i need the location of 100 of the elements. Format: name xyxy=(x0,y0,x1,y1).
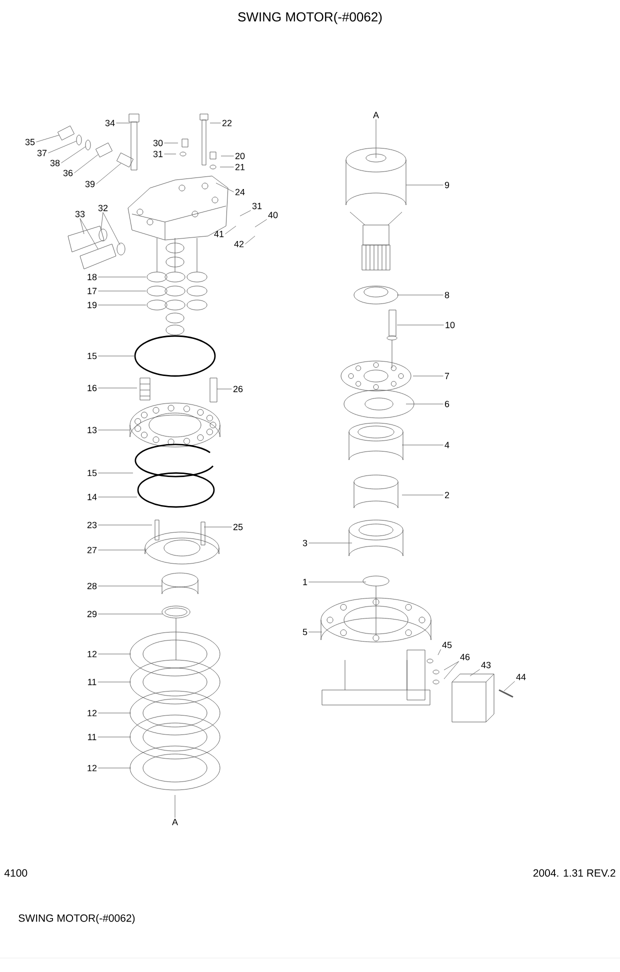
callout-number: 42 xyxy=(234,240,244,248)
leader-line xyxy=(308,542,352,544)
leader-line xyxy=(224,226,236,234)
callout-number: 2 xyxy=(444,492,450,498)
leader-line xyxy=(36,134,60,142)
leader-line xyxy=(470,669,480,676)
footer-caption: SWING MOTOR(-#0062) xyxy=(18,914,135,924)
callout-number: 20 xyxy=(235,152,245,160)
leader-line xyxy=(98,524,152,526)
leader-line xyxy=(402,494,444,496)
leader-line xyxy=(96,163,122,184)
callout-number: 11 xyxy=(88,678,96,686)
callout-number: 15 xyxy=(88,352,97,360)
leader-line xyxy=(240,210,252,216)
callout-number: 13 xyxy=(88,426,97,434)
leader-line xyxy=(406,184,444,186)
callout-number: 14 xyxy=(88,494,97,500)
leader-line xyxy=(80,218,98,250)
callout-number: 24 xyxy=(235,188,245,196)
leader-line xyxy=(98,290,146,292)
callout-number: 41 xyxy=(214,230,224,238)
leader-line xyxy=(402,444,444,446)
callout-number: 17 xyxy=(88,288,97,294)
callout-number: 37 xyxy=(37,150,47,156)
leader-line xyxy=(210,122,222,124)
leader-line xyxy=(98,496,138,498)
leader-line xyxy=(98,736,132,738)
callout-number: 15 xyxy=(88,470,97,476)
leader-line xyxy=(220,166,234,168)
callout-number: 29 xyxy=(87,610,97,618)
reference-letter: A xyxy=(373,112,379,118)
callout-number: 5 xyxy=(302,628,308,636)
callout-number: 46 xyxy=(460,654,470,660)
part-drawing xyxy=(57,126,75,140)
callout-number: 35 xyxy=(25,138,35,146)
callout-number: 27 xyxy=(87,546,97,554)
leader-line xyxy=(438,649,442,656)
o-ring-drawing xyxy=(85,140,91,150)
callout-number: 28 xyxy=(87,582,97,590)
callout-number: 4 xyxy=(444,442,450,448)
leader-line xyxy=(396,294,444,296)
callout-number: 40 xyxy=(268,212,278,218)
callout-number: 9 xyxy=(444,182,450,188)
callout-number: 45 xyxy=(442,642,452,648)
leader-line xyxy=(164,142,178,144)
callout-number: 34 xyxy=(105,120,115,126)
leader-line xyxy=(174,794,176,818)
callout-number: 25 xyxy=(233,524,243,530)
callout-number: 8 xyxy=(444,292,450,298)
callout-number: 18 xyxy=(88,274,97,280)
leader-line xyxy=(48,140,77,154)
callout-number: 10 xyxy=(446,322,455,328)
callout-number: 12 xyxy=(88,650,97,658)
callout-number: 16 xyxy=(88,384,97,392)
leader-line xyxy=(98,276,146,278)
leader-line xyxy=(74,154,98,174)
leader-line xyxy=(216,388,232,390)
leader-line xyxy=(254,219,268,228)
reference-letter: 32 xyxy=(98,204,108,212)
leader-line xyxy=(80,218,84,234)
part-drawing xyxy=(95,142,113,158)
o-ring-drawing xyxy=(76,134,82,146)
callout-number: 44 xyxy=(516,674,526,680)
callout-number: 12 xyxy=(88,764,97,772)
callout-number: 7 xyxy=(444,372,450,380)
callout-number: 6 xyxy=(444,400,450,408)
revision-date: 2004. 1.31 REV.2 xyxy=(533,869,616,877)
callout-number: 23 xyxy=(87,522,97,528)
leader-line xyxy=(102,212,120,246)
leader-line xyxy=(98,712,132,714)
callout-number: 22 xyxy=(222,120,232,126)
callout-number: 3 xyxy=(302,540,308,546)
leader-line xyxy=(444,661,460,680)
leader-line xyxy=(98,304,146,306)
callout-number: 38 xyxy=(50,160,60,166)
leader-line xyxy=(444,661,460,670)
reference-letter: A xyxy=(172,818,178,826)
title: SWING MOTOR(-#0062) xyxy=(238,12,382,24)
leader-line xyxy=(98,472,134,474)
callout-number: 30 xyxy=(153,140,163,146)
leader-line xyxy=(504,681,516,692)
callout-number: 39 xyxy=(85,180,95,188)
callout-number: 12 xyxy=(88,710,97,716)
page-code: 4100 xyxy=(4,869,28,877)
leader-line xyxy=(116,122,130,124)
callout-number: 43 xyxy=(481,662,491,668)
callout-number: 11 xyxy=(88,734,96,740)
leader-line xyxy=(244,236,256,244)
leader-line xyxy=(60,146,86,164)
leader-line xyxy=(204,526,232,528)
callout-number: 21 xyxy=(235,164,245,170)
leader-line xyxy=(396,324,444,326)
callout-number: 31 xyxy=(252,202,262,210)
callout-number: 31 xyxy=(153,150,163,158)
callout-number: 36 xyxy=(63,170,73,176)
leader-line xyxy=(100,212,104,230)
callout-number: 1 xyxy=(303,578,308,586)
reference-letter: 33 xyxy=(75,210,85,218)
part-drawing xyxy=(116,152,134,168)
callout-number: 26 xyxy=(233,386,243,392)
